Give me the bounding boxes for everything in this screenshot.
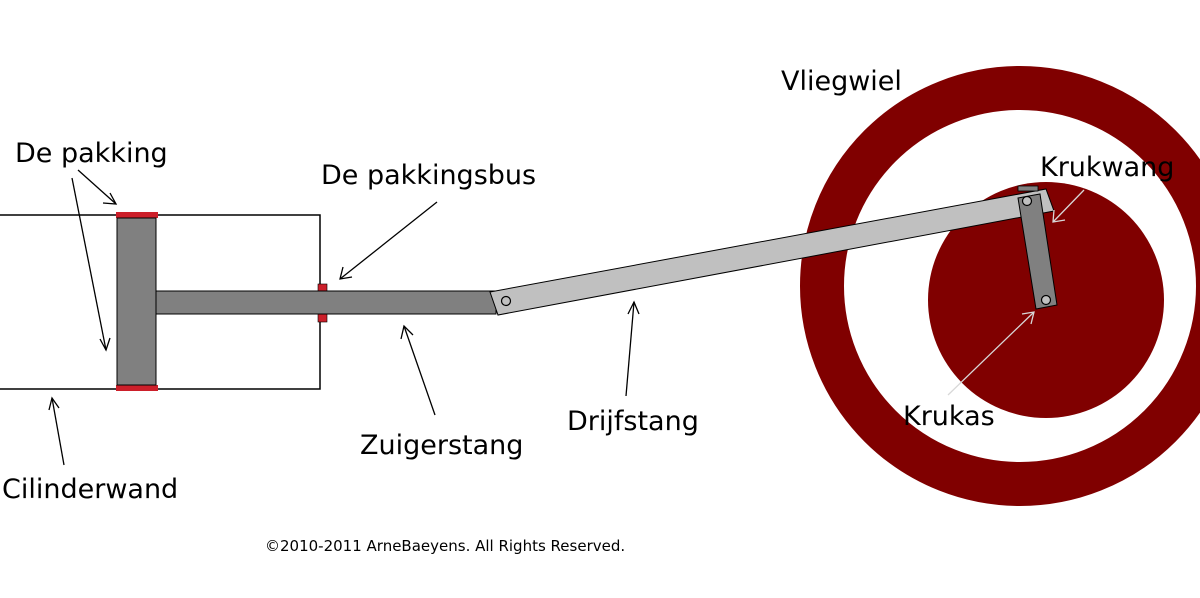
label-krukas: Krukas [903, 401, 995, 432]
crank-arm [1017, 193, 1058, 310]
pointer-cilinderwand [48, 396, 65, 466]
rod-pin-left [500, 295, 512, 307]
piston-rod [155, 290, 497, 315]
pointer-pakkingsbus [339, 201, 438, 280]
label-krukwang: Krukwang [1040, 152, 1174, 183]
label-zuigerstang: Zuigerstang [360, 430, 523, 461]
piston-seal-bottom [116, 385, 158, 391]
crank-pin-top [1021, 195, 1033, 207]
label-cilinderwand: Cilinderwand [2, 474, 178, 505]
copyright-notice: ©2010-2011 ArneBaeyens. All Rights Reser… [265, 537, 625, 555]
piston-seal-top [116, 212, 158, 218]
pointer-drijfstang [625, 300, 640, 397]
label-vliegwiel: Vliegwiel [781, 66, 902, 97]
label-drijfstang: Drijfstang [567, 406, 699, 437]
pointer-krukas [947, 311, 1035, 396]
piston [116, 217, 157, 386]
crank-pin-cap [1017, 185, 1039, 192]
crank-pin-bottom [1040, 294, 1052, 306]
flywheel-ring [800, 66, 1200, 506]
label-pakkingsbus: De pakkingsbus [321, 160, 536, 191]
pointer-pakking [71, 169, 118, 352]
pointer-krukwang [1052, 189, 1085, 223]
pointer-zuigerstang [400, 324, 436, 416]
label-pakking: De pakking [15, 138, 168, 169]
